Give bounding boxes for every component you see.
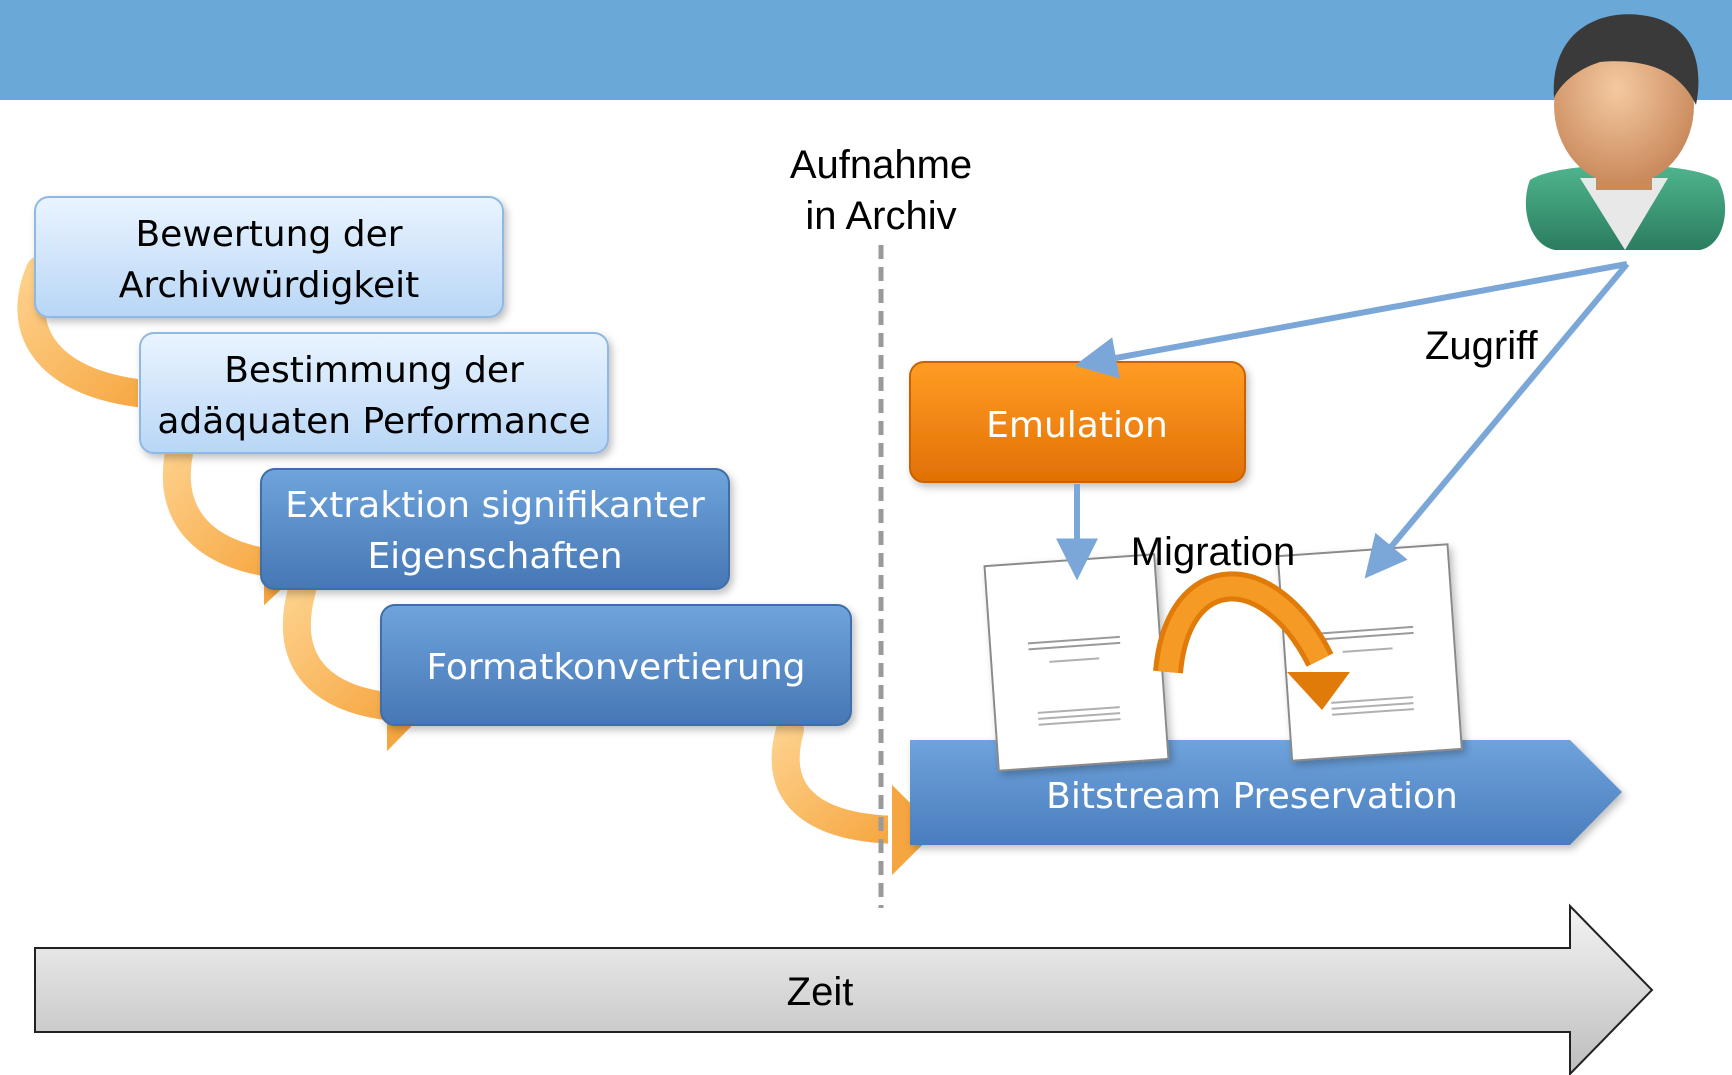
timeline-label: Zeit — [787, 970, 854, 1014]
step-3-line-1: Extraktion signifikanter — [285, 485, 705, 526]
ingest-label-line-1: Aufnahme — [790, 143, 972, 187]
step-2-line-2: adäquaten Performance — [157, 401, 590, 442]
document-icon — [983, 553, 1170, 772]
migration-arrow — [1153, 571, 1350, 710]
step-box-4: Formatkonvertierung — [380, 604, 852, 726]
step-3-line-2: Eigenschaften — [367, 536, 622, 577]
step-box-2: Bestimmung der adäquaten Performance — [139, 332, 609, 454]
emulation-box: Emulation — [909, 361, 1246, 483]
migration-label: Migration — [1131, 530, 1296, 574]
step-1-line-1: Bewertung der — [135, 214, 402, 255]
timeline-arrow — [34, 903, 1654, 1075]
emulation-label: Emulation — [986, 405, 1168, 446]
ingest-label-line-2: in Archiv — [805, 194, 956, 238]
bitstream-preservation-arrow — [910, 740, 1622, 845]
step-box-3: Extraktion signifikanter Eigenschaften — [260, 468, 730, 590]
user-avatar-icon — [1525, 14, 1726, 250]
access-arrows — [1056, 261, 1630, 581]
step-box-1: Bewertung der Archivwürdigkeit — [34, 196, 504, 318]
step-4-label: Formatkonvertierung — [426, 647, 805, 688]
access-label: Zugriff — [1425, 324, 1539, 368]
step-1-line-2: Archivwürdigkeit — [119, 265, 420, 306]
bitstream-preservation-label: Bitstream Preservation — [1046, 776, 1458, 817]
step-2-line-1: Bestimmung der — [224, 350, 524, 391]
access-arrow-emulation — [1074, 261, 1628, 379]
access-arrow-document — [1364, 262, 1630, 579]
header-bar — [0, 0, 1732, 100]
